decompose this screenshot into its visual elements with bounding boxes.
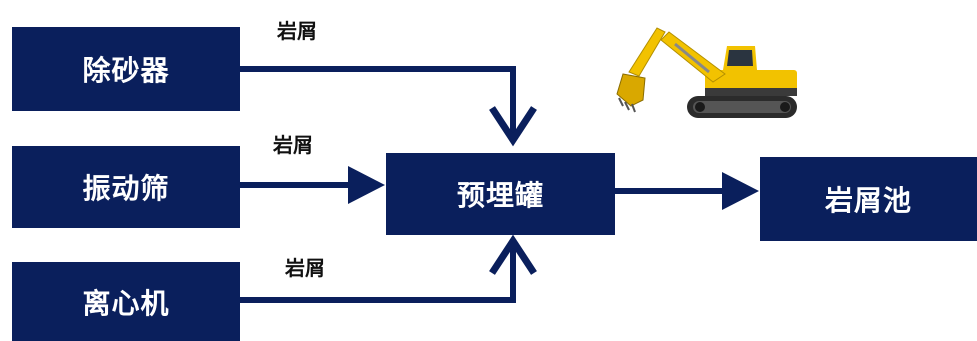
arrowhead-desander: [489, 106, 537, 147]
excavator-icon: [616, 27, 797, 118]
edge-label-middle: 岩屑: [273, 133, 313, 157]
node-pit: 岩屑池: [760, 157, 977, 241]
arrowhead-centrifuge: [489, 234, 537, 275]
node-tank: 预埋罐: [386, 153, 615, 235]
node-shaker-label: 振动筛: [82, 172, 170, 205]
node-centrifuge-label: 离心机: [82, 286, 170, 320]
edge-label-top: 岩屑: [277, 19, 317, 43]
node-shaker: 振动筛: [12, 146, 240, 228]
arrowhead-shaker: [348, 166, 385, 204]
node-desander: 除砂器: [12, 27, 240, 111]
node-centrifuge: 离心机: [12, 262, 240, 341]
edge-label-bottom: 岩屑: [285, 256, 325, 280]
arrow-desander-to-tank: [240, 66, 516, 138]
arrowhead-tank: [722, 172, 759, 210]
node-desander-label: 除砂器: [82, 54, 170, 87]
arrow-centrifuge-to-tank: [240, 243, 516, 303]
node-pit-label: 岩屑池: [824, 184, 912, 217]
node-tank-label: 预埋罐: [456, 179, 544, 212]
